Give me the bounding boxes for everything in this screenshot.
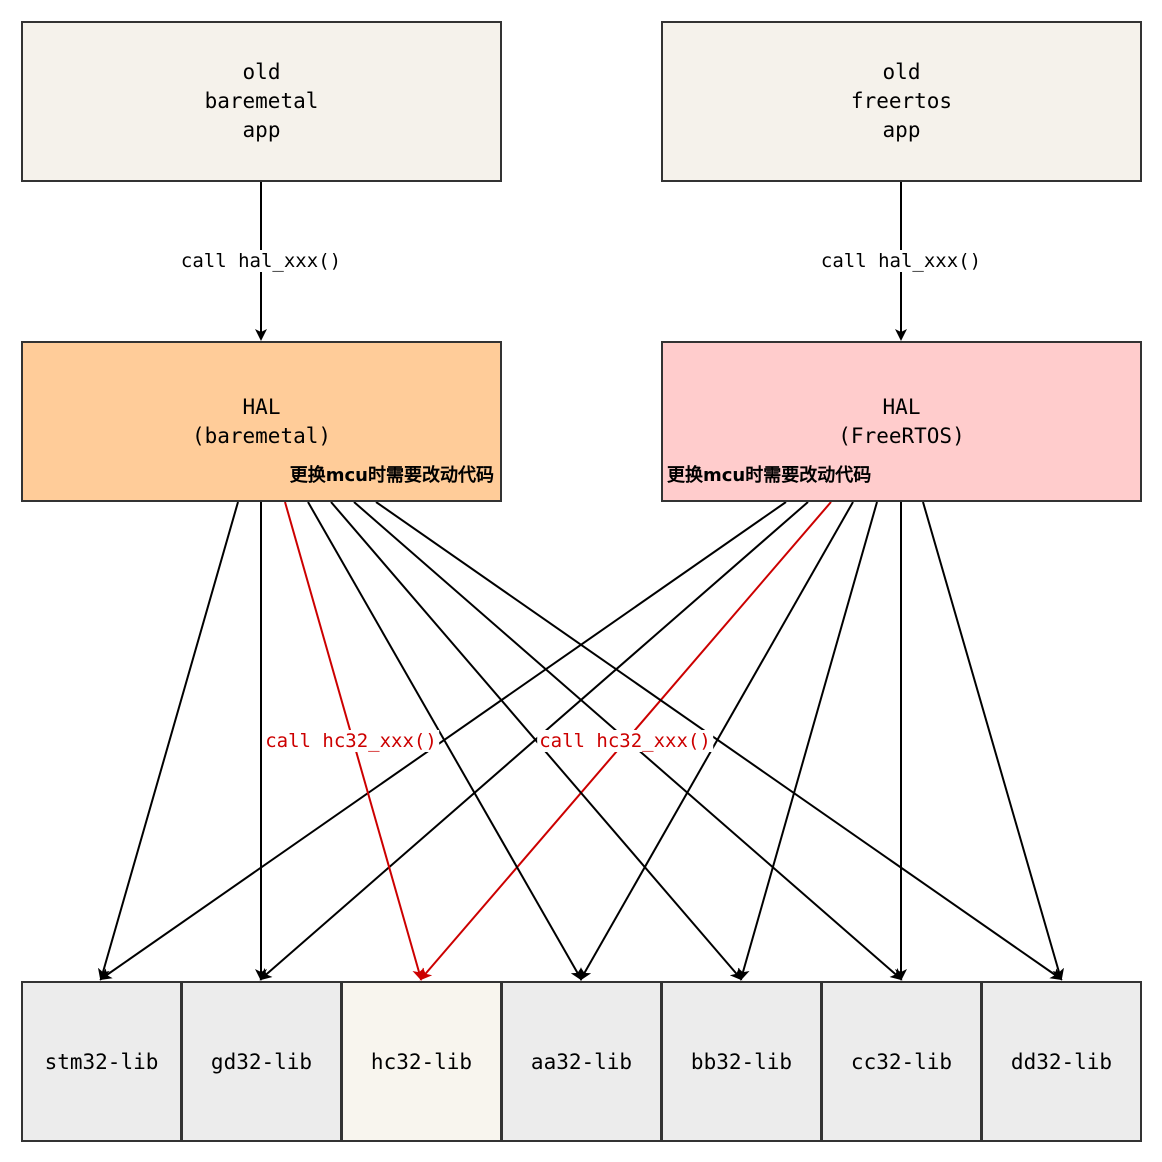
edge-label-call-hc32-baremetal: call hc32_xxx() xyxy=(263,730,439,752)
app-freertos-line3: app xyxy=(882,118,921,142)
hal-baremetal-note: 更换mcu时需要改动代码 xyxy=(289,465,494,486)
app-freertos-box: old freertos app xyxy=(661,21,1142,182)
lib-gd32: gd32-lib xyxy=(181,981,342,1142)
lib-hc32: hc32-lib xyxy=(341,981,502,1142)
lib-bb32: bb32-lib xyxy=(661,981,822,1142)
lib-stm32-label: stm32-lib xyxy=(44,1049,159,1074)
edge-hal-freertos-to-dd32 xyxy=(922,501,1064,981)
lib-dd32-label: dd32-lib xyxy=(1010,1049,1113,1074)
lib-bb32-label: bb32-lib xyxy=(690,1049,793,1074)
lib-cc32: cc32-lib xyxy=(821,981,982,1142)
lib-cc32-label: cc32-lib xyxy=(850,1049,953,1074)
edge-hal-baremetal-to-stm32 xyxy=(97,501,239,981)
edge-hal-freertos-to-gd32 xyxy=(259,501,809,981)
hal-freertos-line1: HAL xyxy=(882,394,921,419)
lib-dd32: dd32-lib xyxy=(981,981,1142,1142)
edge-hal-freertos-to-bb32 xyxy=(737,501,878,981)
hal-freertos-note: 更换mcu时需要改动代码 xyxy=(667,465,872,486)
lib-aa32: aa32-lib xyxy=(501,981,662,1142)
app-baremetal-line1: old xyxy=(242,60,281,84)
hal-baremetal-box: HAL (baremetal) 更换mcu时需要改动代码 xyxy=(21,341,502,502)
edge-label-call-hal-freertos: call hal_xxx() xyxy=(818,250,984,272)
lib-hc32-label: hc32-lib xyxy=(370,1049,473,1074)
edge-hal-baremetal-to-dd32 xyxy=(375,501,1063,981)
edge-hal-baremetal-to-aa32 xyxy=(307,501,582,981)
hal-baremetal-line1: HAL xyxy=(242,394,281,419)
app-baremetal-line3: app xyxy=(242,118,281,142)
app-freertos-line1: old xyxy=(882,60,921,84)
app-baremetal-box: old baremetal app xyxy=(21,21,502,182)
lib-aa32-label: aa32-lib xyxy=(530,1049,633,1074)
app-freertos-line2: freertos xyxy=(850,89,953,113)
lib-stm32: stm32-lib xyxy=(21,981,182,1142)
hal-freertos-box: HAL (FreeRTOS) 更换mcu时需要改动代码 xyxy=(661,341,1142,502)
edge-hal-baremetal-to-bb32 xyxy=(330,501,743,981)
hal-freertos-line2: (FreeRTOS) xyxy=(838,423,965,448)
edge-label-call-hal-baremetal: call hal_xxx() xyxy=(178,250,344,272)
hal-baremetal-line2: (baremetal) xyxy=(191,423,332,448)
app-baremetal-line2: baremetal xyxy=(204,89,319,113)
edge-label-call-hc32-freertos: call hc32_xxx() xyxy=(537,730,713,752)
lib-gd32-label: gd32-lib xyxy=(210,1049,313,1074)
